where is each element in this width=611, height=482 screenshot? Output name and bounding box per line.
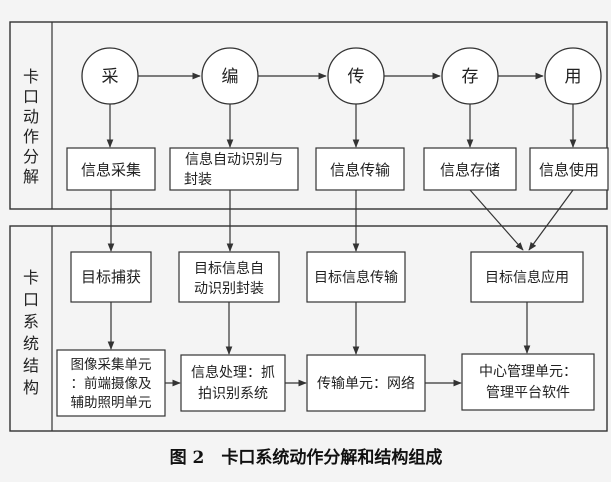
box-line: 图像采集单元 bbox=[71, 357, 152, 373]
circle-node-yong: 用 bbox=[544, 47, 602, 105]
box-line: 信息采集 bbox=[81, 161, 141, 179]
box-line: 传输单元：网络 bbox=[317, 376, 415, 392]
box-line: 信息自动识别与 bbox=[185, 151, 283, 168]
box-line: 拍识别系统 bbox=[198, 386, 268, 402]
box-line: 信息处理：抓 bbox=[191, 364, 275, 381]
structure-section-label: 卡 口 系 统 结 构 bbox=[23, 268, 39, 397]
box-line: ：前端摄像及 bbox=[71, 375, 152, 392]
action-label-char: 口 bbox=[23, 87, 39, 106]
action-section-frame bbox=[9, 21, 608, 210]
box-line: 目标信息自 bbox=[194, 260, 264, 277]
box-line: 信息使用 bbox=[539, 161, 599, 179]
action-box-identify: 信息自动识别与 封装 bbox=[169, 147, 299, 191]
target-box-identify: 目标信息自 动识别封装 bbox=[178, 251, 280, 303]
circle-node-cun: 存 bbox=[441, 47, 499, 105]
structure-label-char: 口 bbox=[23, 290, 39, 309]
unit-box-image-capture: 图像采集单元 ：前端摄像及 辅助照明单元 bbox=[56, 349, 166, 417]
unit-box-network: 传输单元：网络 bbox=[306, 354, 426, 412]
box-line: 封装 bbox=[184, 172, 212, 188]
action-section-label: 卡 口 动 作 分 解 bbox=[23, 67, 39, 186]
action-label-char: 分 bbox=[23, 147, 39, 166]
box-line: 信息存储 bbox=[440, 161, 500, 179]
box-line: 管理平台软件 bbox=[486, 385, 570, 401]
unit-box-center: 中心管理单元： 管理平台软件 bbox=[461, 353, 595, 411]
structure-section-frame bbox=[9, 225, 608, 432]
action-label-char: 卡 bbox=[23, 67, 39, 86]
structure-label-char: 卡 bbox=[23, 268, 39, 287]
action-box-store: 信息存储 bbox=[423, 147, 517, 191]
box-line: 辅助照明单元 bbox=[71, 395, 152, 411]
arrow-store-to-application bbox=[469, 189, 524, 251]
circle-node-chuan: 传 bbox=[327, 47, 385, 105]
circle-label: 用 bbox=[565, 67, 582, 87]
structure-label-char: 结 bbox=[23, 356, 39, 375]
target-box-capture: 目标捕获 bbox=[70, 251, 152, 303]
box-line: 目标信息应用 bbox=[485, 269, 569, 286]
action-box-collect: 信息采集 bbox=[66, 147, 156, 191]
circle-label: 存 bbox=[462, 67, 479, 87]
box-line: 信息传输 bbox=[330, 161, 390, 179]
action-label-char: 作 bbox=[23, 127, 39, 146]
target-box-application: 目标信息应用 bbox=[470, 251, 584, 303]
structure-label-char: 构 bbox=[23, 378, 39, 397]
circle-label: 传 bbox=[348, 67, 365, 87]
action-box-transmit: 信息传输 bbox=[315, 147, 405, 191]
circle-node-cai: 采 bbox=[81, 47, 139, 105]
structure-label-char: 系 bbox=[23, 312, 39, 331]
circle-label: 编 bbox=[222, 67, 239, 87]
circle-node-bian: 编 bbox=[201, 47, 259, 105]
structure-label-char: 统 bbox=[23, 334, 39, 353]
target-box-transmit: 目标信息传输 bbox=[306, 251, 406, 303]
box-line: 目标信息传输 bbox=[314, 269, 398, 286]
figure-caption: 图 2 卡口系统动作分解和结构组成 bbox=[170, 447, 443, 468]
box-line: 目标捕获 bbox=[81, 268, 141, 286]
action-label-char: 解 bbox=[23, 167, 39, 186]
action-box-use: 信息使用 bbox=[529, 147, 609, 191]
circle-label: 采 bbox=[102, 67, 119, 87]
action-label-char: 动 bbox=[23, 107, 39, 126]
box-line: 中心管理单元： bbox=[479, 364, 577, 380]
unit-box-processing: 信息处理：抓 拍识别系统 bbox=[180, 354, 286, 412]
arrow-use-to-application bbox=[528, 189, 574, 251]
box-line: 动识别封装 bbox=[194, 281, 264, 297]
